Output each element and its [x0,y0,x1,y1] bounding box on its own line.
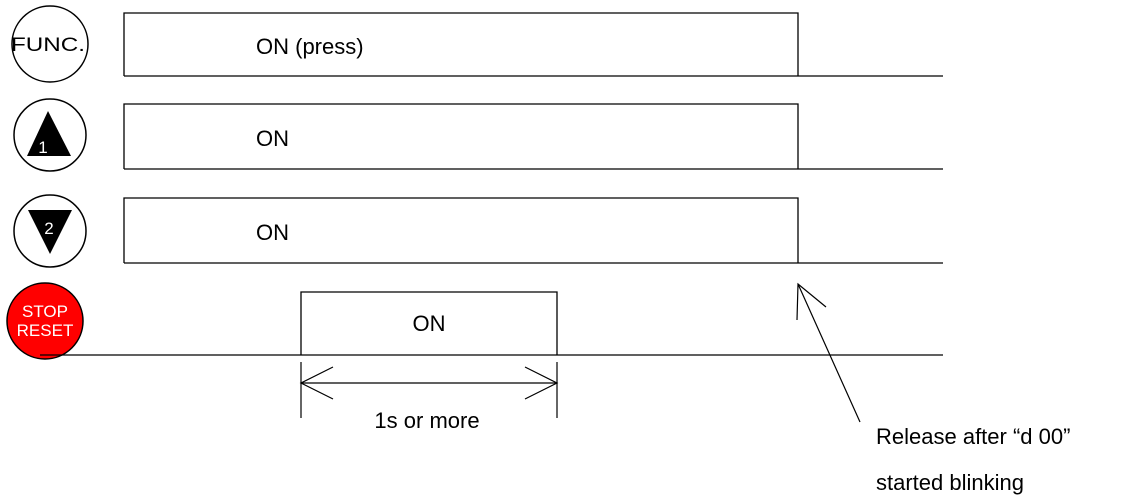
func-row: FUNC. ON (press) [11,5,943,83]
stop-reset-signal-pulse [300,291,558,355]
up-button-label: 1 [38,138,47,157]
release-pointer-arrowhead [796,282,827,321]
up-arrow-icon [27,111,71,156]
stop-reset-button-line2: RESET [17,321,74,340]
down-signal-waveform [123,197,943,264]
stop-reset-button[interactable]: STOP RESET [6,282,84,360]
up-signal-waveform [123,103,943,170]
up-button[interactable]: 1 [13,98,87,172]
func-button-label: FUNC. [11,35,85,56]
release-label-line1: Release after “d 00” [876,424,1070,449]
duration-right-arrowhead [524,366,559,400]
func-button-circle [11,5,89,83]
stop-reset-signal-label: ON [413,311,446,336]
release-label-line2: started blinking [876,470,1024,495]
func-signal-waveform [123,12,943,77]
duration-label: 1s or more [374,408,479,433]
up-row: 1 ON [13,98,943,172]
down-button-label: 2 [44,219,53,238]
duration-left-arrowhead [299,366,334,400]
func-button[interactable]: FUNC. [11,5,89,83]
release-annotation: Release after “d 00” started blinking [796,282,1070,495]
stop-reset-button-circle [6,282,84,360]
down-button[interactable]: 2 [13,194,87,268]
up-signal-label: ON [256,126,289,151]
release-pointer-line [797,283,861,423]
duration-annotation: 1s or more [299,362,559,433]
down-signal-label: ON [256,220,289,245]
down-arrow-icon [28,210,72,254]
stop-reset-button-line1: STOP [22,302,68,321]
down-row: 2 ON [13,194,943,268]
stop-reset-row: STOP RESET ON [6,282,943,360]
func-signal-label: ON (press) [256,34,364,59]
